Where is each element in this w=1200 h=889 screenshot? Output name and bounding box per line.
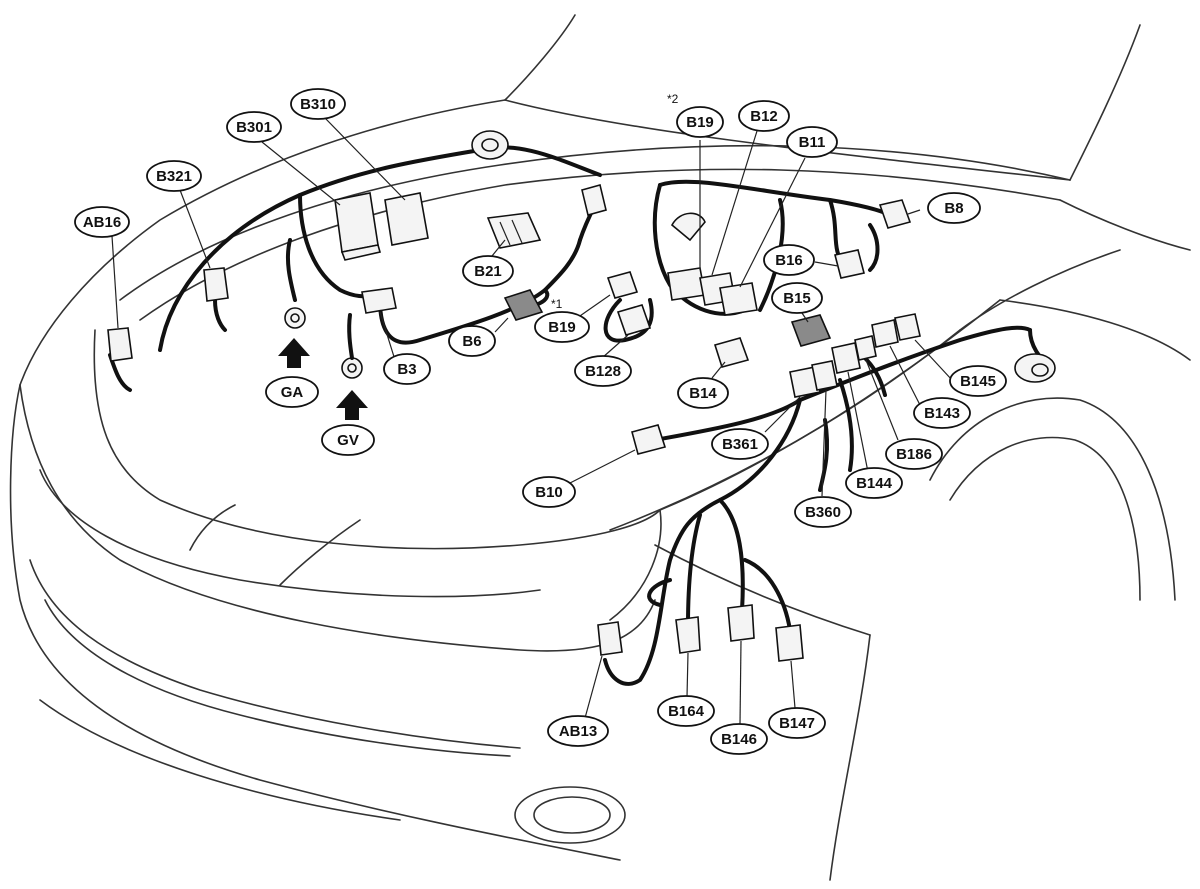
connector-b21 (486, 212, 542, 249)
label-B147: B147 (768, 707, 826, 739)
svg-text:B186: B186 (896, 446, 932, 463)
svg-text:B361: B361 (722, 436, 758, 453)
connector-b3 (361, 287, 397, 314)
label-B21: B21 (462, 255, 514, 287)
connector-b146 (727, 604, 755, 642)
svg-text:B19: B19 (548, 319, 576, 336)
label-B8: B8 (927, 192, 981, 224)
note-star2: *2 (667, 92, 679, 106)
label-B16: B16 (763, 244, 815, 276)
component-top-plug (581, 184, 607, 216)
svg-text:B3: B3 (397, 361, 416, 378)
arrow-gv (336, 390, 368, 420)
ground-terminal-gv (341, 357, 363, 379)
svg-text:B145: B145 (960, 373, 996, 390)
component-hook (670, 212, 706, 242)
vehicle-body-outline (9, 14, 1191, 881)
svg-text:B21: B21 (474, 263, 502, 280)
connector-b6 (503, 289, 544, 321)
ground-lead-gv (347, 313, 354, 360)
svg-text:B360: B360 (805, 504, 841, 521)
connector-b16 (834, 249, 865, 279)
connectors (107, 130, 1056, 662)
label-B144: B144 (845, 467, 903, 499)
svg-text:B143: B143 (924, 405, 960, 422)
svg-text:B11: B11 (799, 134, 826, 151)
relay-b310 (384, 192, 429, 246)
label-B12: B12 (738, 100, 790, 132)
svg-text:B147: B147 (779, 715, 815, 732)
label-B301: B301 (226, 111, 282, 143)
svg-text:B8: B8 (944, 200, 963, 217)
connector-b143 (871, 319, 899, 348)
connector-b10 (631, 424, 667, 455)
label-B146: B146 (710, 723, 768, 755)
connector-b164 (675, 616, 701, 654)
svg-text:GA: GA (281, 384, 304, 401)
ground-terminal-ga (284, 307, 306, 329)
label-B164: B164 (657, 695, 715, 727)
connector-b144 (831, 342, 861, 374)
label-B11: B11 (786, 126, 838, 158)
connector-b321 (203, 267, 229, 302)
label-B321: B321 (146, 160, 202, 192)
svg-text:B12: B12 (750, 108, 778, 125)
label-B360: B360 (794, 496, 852, 528)
svg-text:AB16: AB16 (83, 214, 121, 231)
svg-text:B10: B10 (535, 484, 563, 501)
connector-b12-b11 (667, 267, 758, 316)
label-B361: B361 (711, 428, 769, 460)
label-B19-upper: B19 (676, 106, 724, 138)
connector-b19-lower (606, 271, 639, 299)
svg-text:B14: B14 (689, 385, 717, 402)
label-B6: B6 (448, 325, 496, 357)
note-star1: *1 (551, 297, 563, 311)
label-B14: B14 (677, 377, 729, 409)
svg-text:GV: GV (337, 432, 359, 449)
label-B19-lower: B19 (534, 311, 590, 343)
connector-b361 (789, 366, 821, 398)
svg-text:B146: B146 (721, 731, 757, 748)
label-B15: B15 (771, 282, 823, 314)
svg-text:B15: B15 (783, 290, 811, 307)
connector-b8 (878, 199, 912, 229)
label-B143: B143 (913, 397, 971, 429)
label-B186: B186 (885, 438, 943, 470)
relay-b301 (334, 192, 382, 261)
arrow-ga (278, 338, 310, 368)
connector-ab16 (107, 327, 133, 362)
svg-text:B19: B19 (686, 114, 714, 131)
wiring-harness (108, 145, 1052, 686)
svg-text:B6: B6 (462, 333, 481, 350)
svg-text:B310: B310 (300, 96, 336, 113)
svg-text:B144: B144 (856, 475, 893, 492)
svg-text:B321: B321 (156, 168, 192, 185)
label-B10: B10 (522, 476, 576, 508)
svg-text:B128: B128 (585, 363, 621, 380)
connector-b145 (894, 313, 921, 341)
connector-ab13 (597, 621, 623, 656)
label-B310: B310 (290, 88, 346, 120)
component-right-sensor (1014, 353, 1056, 383)
connector-b14 (713, 337, 750, 368)
label-AB16: AB16 (74, 206, 130, 238)
leader-lines (111, 117, 953, 725)
label-GV: GV (321, 424, 375, 456)
connector-b128 (616, 304, 652, 336)
connector-b15 (790, 314, 832, 347)
svg-text:B164: B164 (668, 703, 705, 720)
svg-text:B16: B16 (775, 252, 803, 269)
label-GA: GA (265, 376, 319, 408)
label-B128: B128 (574, 355, 632, 387)
connector-b360 (811, 360, 838, 391)
svg-text:AB13: AB13 (559, 723, 597, 740)
label-B3: B3 (383, 353, 431, 385)
label-AB13: AB13 (547, 715, 609, 747)
connector-b147 (775, 624, 804, 662)
label-B145: B145 (949, 365, 1007, 397)
svg-text:B301: B301 (236, 119, 272, 136)
component-top-sensor (471, 130, 509, 160)
